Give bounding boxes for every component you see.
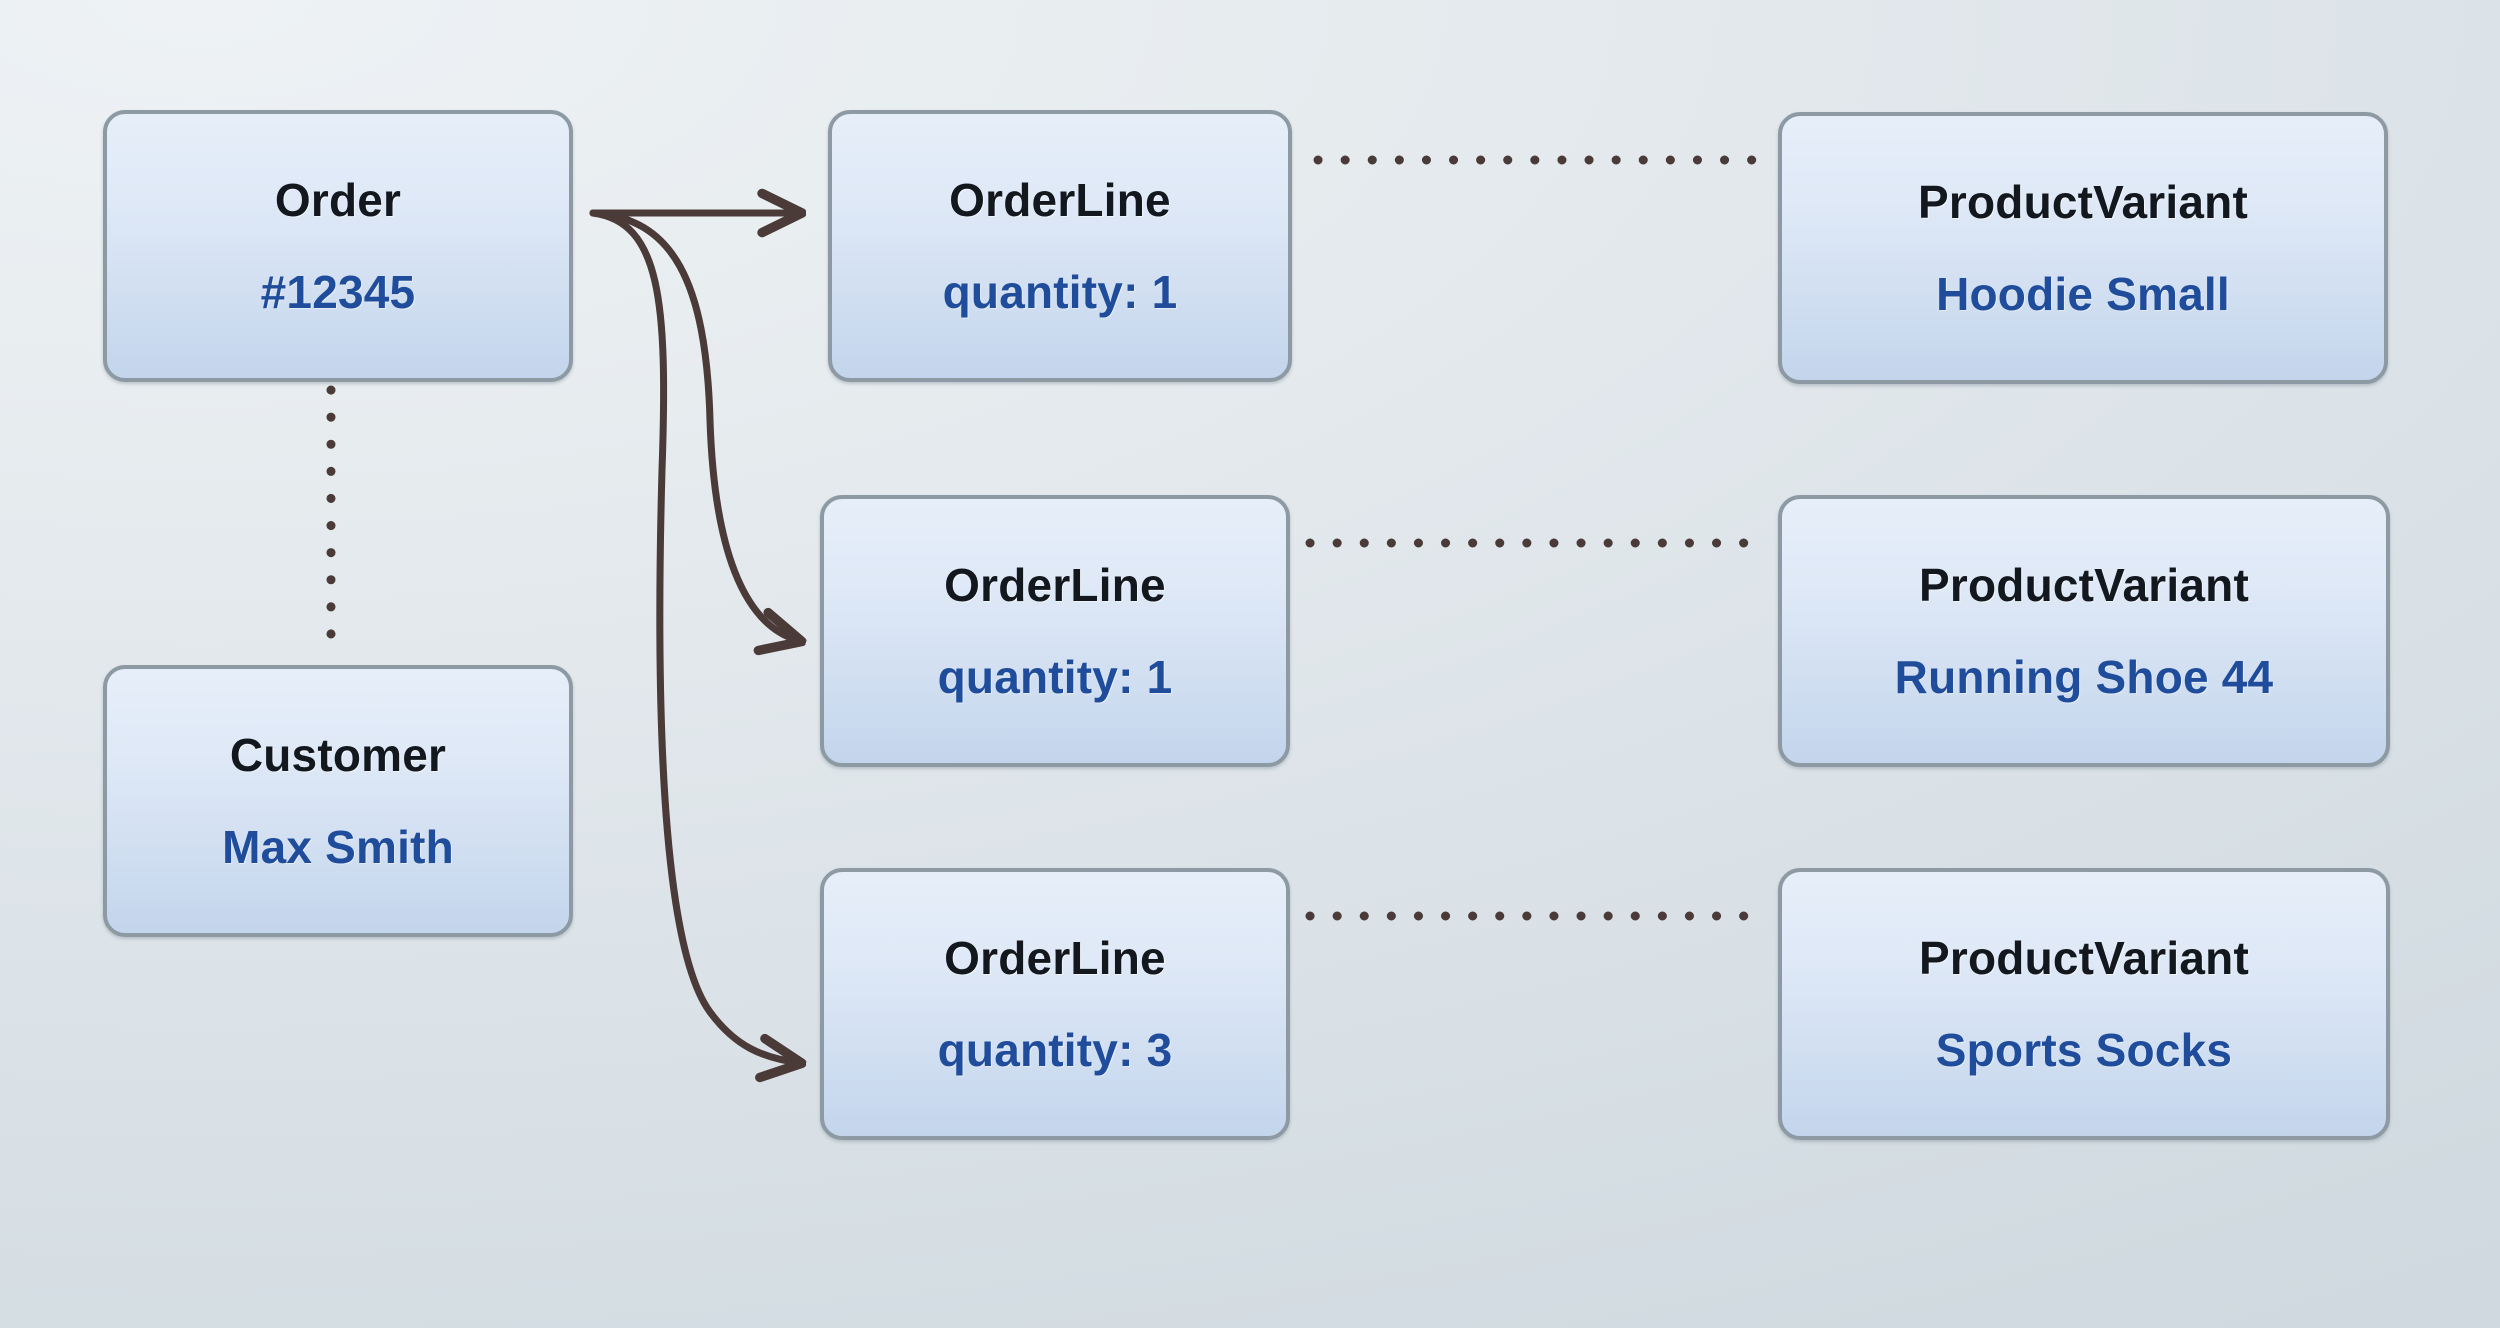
node-customer-title: Customer	[229, 728, 447, 781]
node-customer-subtitle: Max Smith	[222, 821, 454, 873]
node-orderline-1-subtitle: quantity: 1	[942, 266, 1178, 318]
node-productvariant-2-title: ProductVariant	[1919, 558, 2249, 611]
node-productvariant-1[interactable]: ProductVariant Hoodie Small	[1778, 112, 2388, 384]
node-productvariant-3-title: ProductVariant	[1919, 931, 2249, 984]
node-orderline-1[interactable]: OrderLine quantity: 1	[828, 110, 1292, 382]
node-productvariant-1-subtitle: Hoodie Small	[1936, 268, 2230, 320]
node-productvariant-2[interactable]: ProductVariant Running Shoe 44	[1778, 495, 2390, 767]
node-orderline-3[interactable]: OrderLine quantity: 3	[820, 868, 1290, 1140]
node-productvariant-3-subtitle: Sports Socks	[1935, 1024, 2233, 1076]
node-order-title: Order	[274, 173, 402, 226]
node-order[interactable]: Order #12345	[103, 110, 573, 382]
node-order-subtitle: #12345	[260, 266, 416, 318]
node-orderline-1-title: OrderLine	[949, 173, 1171, 226]
node-orderline-2-title: OrderLine	[944, 558, 1166, 611]
node-customer[interactable]: Customer Max Smith	[103, 665, 573, 937]
node-productvariant-3[interactable]: ProductVariant Sports Socks	[1778, 868, 2390, 1140]
node-productvariant-1-title: ProductVariant	[1918, 175, 2248, 228]
edge-order-to-orderline-2	[589, 209, 800, 641]
node-orderline-2[interactable]: OrderLine quantity: 1	[820, 495, 1290, 767]
edge-order-to-orderline-3	[589, 209, 800, 1063]
node-orderline-2-subtitle: quantity: 1	[937, 651, 1173, 703]
node-productvariant-2-subtitle: Running Shoe 44	[1894, 651, 2274, 703]
node-orderline-3-title: OrderLine	[944, 931, 1166, 984]
node-orderline-3-subtitle: quantity: 3	[937, 1024, 1173, 1076]
